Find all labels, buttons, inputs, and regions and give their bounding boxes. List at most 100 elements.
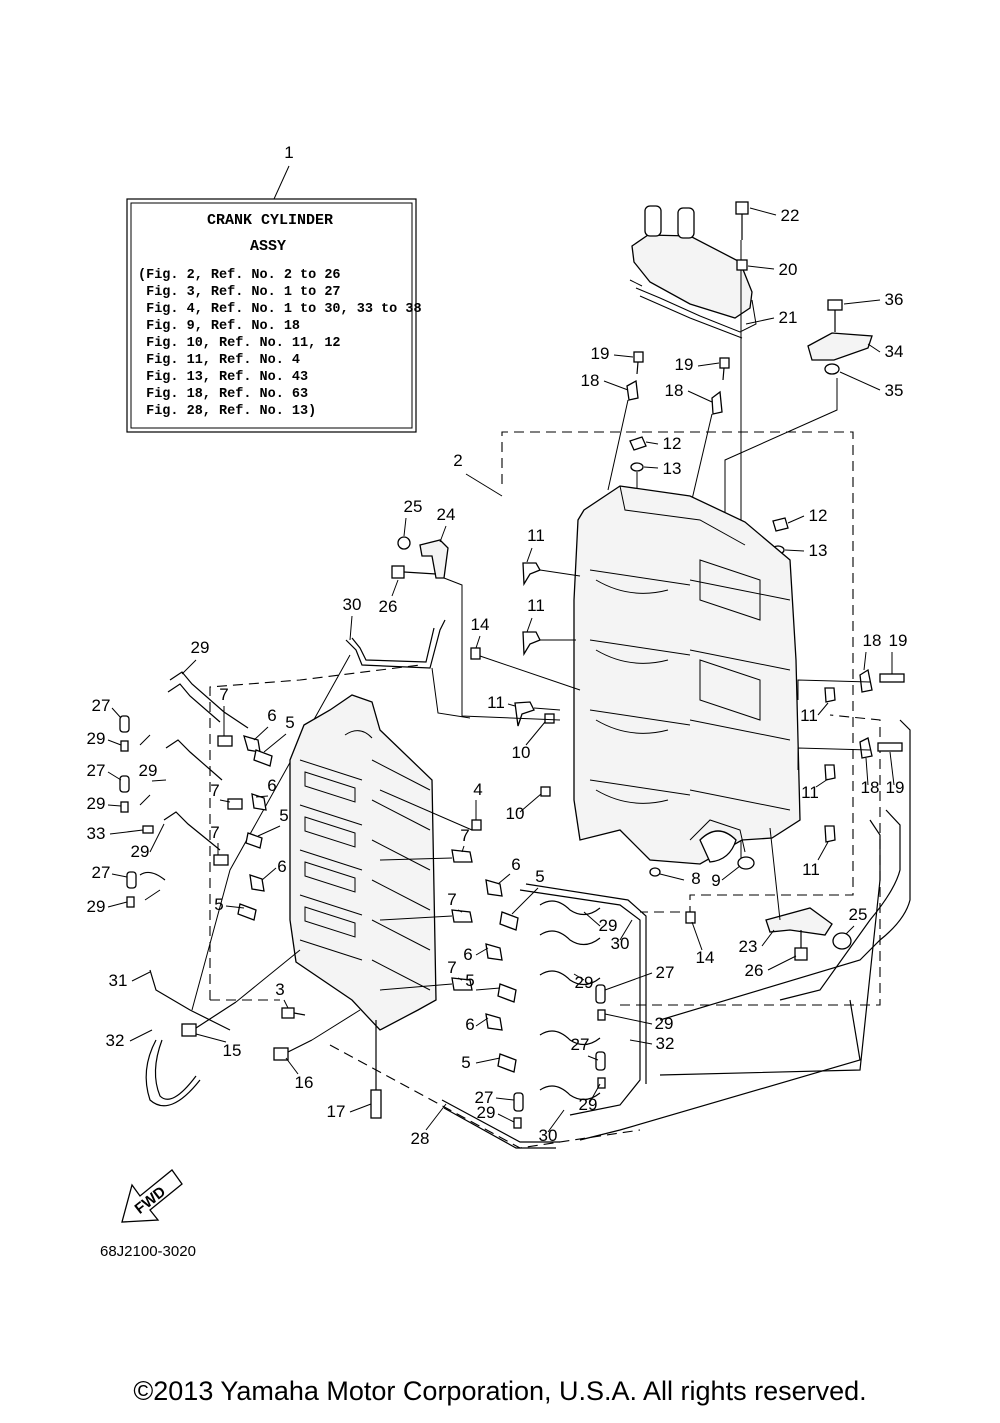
leader-c10a — [525, 721, 546, 746]
leader-c28 — [425, 1103, 447, 1131]
callout-c7f: 7 — [447, 958, 456, 977]
callout-c36: 36 — [885, 290, 904, 309]
sensor-7c — [213, 854, 229, 866]
callout-c29g: 29 — [599, 916, 618, 935]
leader-c18a — [603, 380, 629, 391]
bolt-3-head — [281, 1007, 295, 1019]
legend-leader — [273, 165, 290, 200]
callout-c6d: 6 — [511, 855, 520, 874]
bolts-lower — [181, 949, 361, 1061]
left-boundary — [209, 664, 421, 1000]
leader-c11a — [526, 547, 533, 563]
clip-29k — [597, 1077, 606, 1089]
bolt-26a-shank — [403, 571, 437, 575]
callout-c16: 16 — [295, 1073, 314, 1092]
hose-right-outer — [659, 719, 911, 1021]
seal-9-housing — [699, 830, 737, 863]
plate-18c — [859, 668, 873, 693]
elbow-6e — [485, 943, 503, 961]
legend-title-line2: ASSY — [250, 238, 286, 255]
callout-c11d: 11 — [800, 706, 818, 725]
hose-30-drop — [431, 667, 471, 719]
callout-c5d: 5 — [214, 895, 223, 914]
callout-c7b: 7 — [210, 781, 219, 800]
knob-25a — [397, 536, 411, 550]
diagram-code: 68J2100-3020 — [100, 1243, 196, 1260]
legend-reference-line: Fig. 13, Ref. No. 43 — [138, 370, 308, 385]
hose-29i — [539, 1085, 601, 1101]
leader-c3 — [283, 999, 289, 1009]
hose-30b — [519, 889, 641, 1116]
bracket-24 — [419, 539, 449, 579]
plates-18-19-top — [607, 351, 730, 509]
hose-32 — [145, 1039, 201, 1107]
callout-c27c: 27 — [92, 863, 111, 882]
leader-c11f — [817, 841, 829, 861]
clip-ends — [139, 734, 161, 901]
cover-gasket — [635, 287, 757, 333]
bolt-15-shank — [195, 1001, 237, 1029]
callout-c29b: 29 — [87, 729, 106, 748]
plugs-10-14 — [470, 647, 696, 924]
leader-c11e — [815, 778, 829, 788]
leader-23 — [769, 827, 781, 921]
tee-5c — [237, 903, 257, 921]
callout-c11e: 11 — [801, 783, 819, 802]
callout-c11f: 11 — [802, 860, 820, 879]
leader-c8 — [659, 873, 685, 881]
clip-29c — [126, 896, 135, 908]
callout-c32b: 32 — [656, 1034, 675, 1053]
hose-29e — [539, 900, 601, 916]
leader-c14b — [691, 921, 703, 951]
leader-c29h — [573, 973, 585, 981]
block-side-ribs — [689, 579, 791, 811]
callout-c21: 21 — [779, 308, 798, 327]
hose-30b-outer — [525, 883, 647, 1084]
dowel-20 — [736, 259, 748, 271]
hose-30a — [345, 619, 446, 669]
callout-c27f: 27 — [475, 1088, 494, 1107]
hose-29c — [163, 811, 221, 851]
leader-c27a — [111, 707, 122, 719]
legend-reference-line: Fig. 28, Ref. No. 13) — [138, 404, 316, 419]
sensor-7d — [451, 849, 473, 863]
callout-c17: 17 — [327, 1102, 346, 1121]
manifold-ports — [304, 771, 356, 938]
leader-c26a — [391, 579, 399, 597]
pin-8 — [649, 867, 661, 877]
callout-c27e: 27 — [571, 1035, 590, 1054]
sensor-7a — [217, 735, 233, 747]
plate-18b — [711, 390, 723, 415]
plug-33 — [142, 825, 154, 834]
callout-c7d: 7 — [460, 826, 469, 845]
callout-c19b: 19 — [675, 355, 694, 374]
block-base-boss — [689, 819, 746, 853]
plug-10a — [544, 713, 555, 724]
tee-5f — [497, 1053, 517, 1073]
bolt-15-head — [181, 1023, 197, 1037]
clip-29l — [513, 1117, 522, 1129]
leader-c29a — [181, 659, 197, 675]
leader-c5f — [475, 1057, 501, 1064]
leader-c33 — [109, 829, 144, 835]
bracket-34-group — [724, 299, 873, 532]
plug-12b — [772, 517, 789, 532]
callout-c6c: 6 — [277, 857, 286, 876]
sensors-center — [379, 789, 519, 1073]
leader-c35 — [839, 371, 881, 391]
leader-c6a — [253, 726, 269, 741]
manifold-ribs — [299, 759, 363, 961]
elbow-6a — [243, 735, 261, 753]
leader-c20 — [747, 265, 775, 270]
leader-c5b — [257, 825, 281, 837]
legend-reference-line: Fig. 4, Ref. No. 1 to 30, 33 to 38 — [138, 302, 422, 317]
leader-18c — [797, 679, 871, 700]
leader-c29f — [107, 901, 128, 908]
screw-19b — [719, 357, 730, 369]
callout-c5e: 5 — [465, 971, 474, 990]
callout-c5c: 5 — [535, 867, 544, 886]
callout-c7c: 7 — [210, 823, 219, 842]
leader-18d — [797, 747, 871, 770]
bolt-16-head — [273, 1047, 289, 1061]
